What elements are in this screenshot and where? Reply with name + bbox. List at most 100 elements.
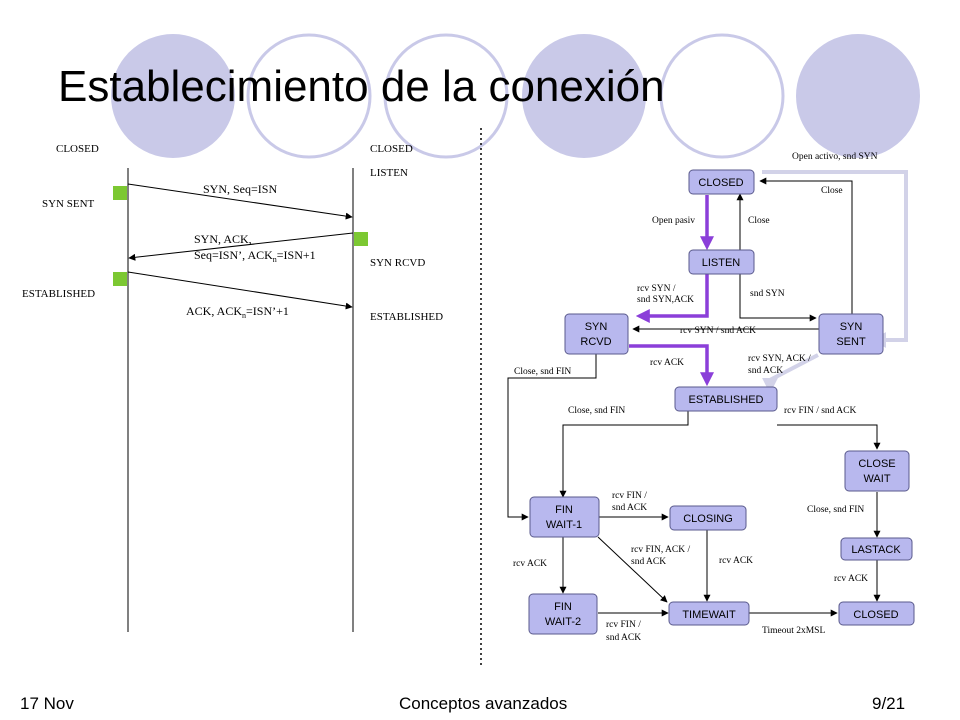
label-rcv-ack-closing: rcv ACK [719,556,753,566]
label-close-listen: Close [748,216,770,226]
label-close-snd-fin-left: Close, snd FIN [514,367,571,377]
header-circle-outline [246,33,372,159]
server-state-closed: CLOSED [370,143,413,155]
segment-marker [113,272,127,286]
msg-ack-b: =ISN’+1 [246,304,289,318]
state-fin-wait2-line2: WAIT-2 [545,616,581,628]
state-syn-sent-line1: SYN [840,321,863,333]
state-syn-rcvd-line2: RCVD [580,336,611,348]
edge-established-closewait [777,424,881,450]
state-syn-rcvd-box [564,313,629,355]
open-active-outline-arrow [762,170,908,348]
msg-synack-sub: n [273,255,277,264]
state-close-wait-line1: CLOSE [858,458,895,470]
server-state-established: ESTABLISHED [370,311,443,323]
state-close-wait-line2: WAIT [863,473,890,485]
state-fin-wait1-box [529,496,600,538]
label-timeout: Timeout 2xMSL [762,626,825,636]
label-rcv-fin-closing-line1: rcv FIN / [612,491,647,501]
state-syn-sent-line2: SENT [836,336,866,348]
synack-arrow [128,232,354,261]
fsm-transitions [507,177,881,617]
state-listen: LISTEN [702,257,741,269]
highlight-synrcvd-established [629,344,714,387]
label-rcv-ack-fw1: rcv ACK [513,559,547,569]
label-close-snd-fin-est: Close, snd FIN [568,406,625,416]
label-rcv-fin-fw2-line2: snd ACK [606,633,641,643]
label-rcv-syn-snd-ack: rcv SYN / snd ACK [680,326,756,336]
state-syn-rcvd-line1: SYN [585,321,608,333]
state-fin-wait1-line2: WAIT-1 [546,519,582,531]
state-established-box [674,386,778,412]
state-close-wait-box [844,450,910,492]
state-closed-bottom: CLOSED [853,609,898,621]
state-closed-bottom-box [838,601,915,626]
syn-arrow [127,183,353,220]
server-state-listen: LISTEN [370,167,408,179]
msg-synack-line2: Seq=ISN’, ACKn=ISN+1 [194,248,316,264]
state-established: ESTABLISHED [689,394,764,406]
state-syn-sent-box [818,313,884,355]
header-circle-filled [111,34,235,158]
msg-synack-line2-b: =ISN+1 [277,248,316,262]
state-fin-wait2-box [528,593,598,635]
footer-page-number: 9/21 [872,694,906,713]
label-rcv-ack: rcv ACK [650,358,684,368]
msg-ack-sub: n [242,311,246,320]
msg-syn: SYN, Seq=ISN [203,182,277,196]
label-open-active: Open activo, snd SYN [792,152,878,162]
highlight-listen-synrcvd [635,274,709,323]
client-state-established: ESTABLISHED [22,288,95,300]
msg-synack-line2-a: Seq=ISN’, ACK [194,248,273,262]
label-rcv-fin-fw2-line1: rcv FIN / [606,620,641,630]
segment-marker [354,232,368,246]
label-close-snd-fin-cw: Close, snd FIN [807,505,864,515]
label-rcv-finack-line2: snd ACK [631,557,666,567]
edge-listen-synsent [739,274,817,322]
client-state-syn-sent: SYN SENT [42,198,95,210]
state-closing: CLOSING [683,513,733,525]
label-rcv-synack-line1: rcv SYN, ACK / [748,354,811,364]
edge-synsent-closed [759,177,853,314]
label-rcv-syn-line2: snd SYN,ACK [637,295,694,305]
segment-marker [113,186,127,200]
label-open-passive: Open pasiv [652,216,695,226]
synsent-established-outline-arrow [762,353,819,394]
edge-synrcvd-finwait1 [507,354,597,521]
msg-ack: ACK, ACKn=ISN’+1 [186,304,289,320]
state-lastack: LASTACK [851,544,901,556]
state-closed-top: CLOSED [698,177,743,189]
header-circle-filled [796,34,920,158]
state-timewait: TIMEWAIT [682,609,736,621]
state-timewait-box [668,601,750,626]
footer-topic: Conceptos avanzados [399,694,568,713]
handshake-timeline: CLOSED SYN SENT ESTABLISHED CLOSED LISTE… [22,143,443,632]
header-circle-outline [383,33,509,159]
state-closing-box [669,505,747,531]
label-rcv-synack-line2: snd ACK [748,366,783,376]
label-rcv-fin-snd-ack: rcv FIN / snd ACK [784,406,856,416]
state-closed-top-box [688,169,755,195]
msg-synack-line1: SYN, ACK, [194,232,252,246]
ack-arrow [127,271,353,310]
tcp-state-machine: CLOSED LISTEN SYN RCVD SYN SENT ESTABLIS… [507,152,915,643]
header-circles [111,33,920,159]
fsm-transition-labels: Open activo, snd SYN Close Open pasiv Cl… [513,152,878,643]
label-snd-syn: snd SYN [750,289,785,299]
state-fin-wait2-line1: FIN [554,601,572,613]
fsm-states: CLOSED LISTEN SYN RCVD SYN SENT ESTABLIS… [528,169,915,635]
label-close-top-right: Close [821,186,843,196]
client-state-closed: CLOSED [56,143,99,155]
label-rcv-finack-line1: rcv FIN, ACK / [631,545,690,555]
server-state-syn-rcvd: SYN RCVD [370,257,425,269]
edge-established-finwait1 [559,411,689,498]
header-circle-filled [522,34,646,158]
msg-ack-a: ACK, ACK [186,304,242,318]
label-rcv-syn-line1: rcv SYN / [637,284,676,294]
edge-finwait1-timewait [597,536,668,603]
state-listen-box [688,249,755,275]
slide-title: Establecimiento de la conexión [58,62,665,111]
header-circle-outline [659,33,785,159]
label-rcv-fin-closing-line2: snd ACK [612,503,647,513]
